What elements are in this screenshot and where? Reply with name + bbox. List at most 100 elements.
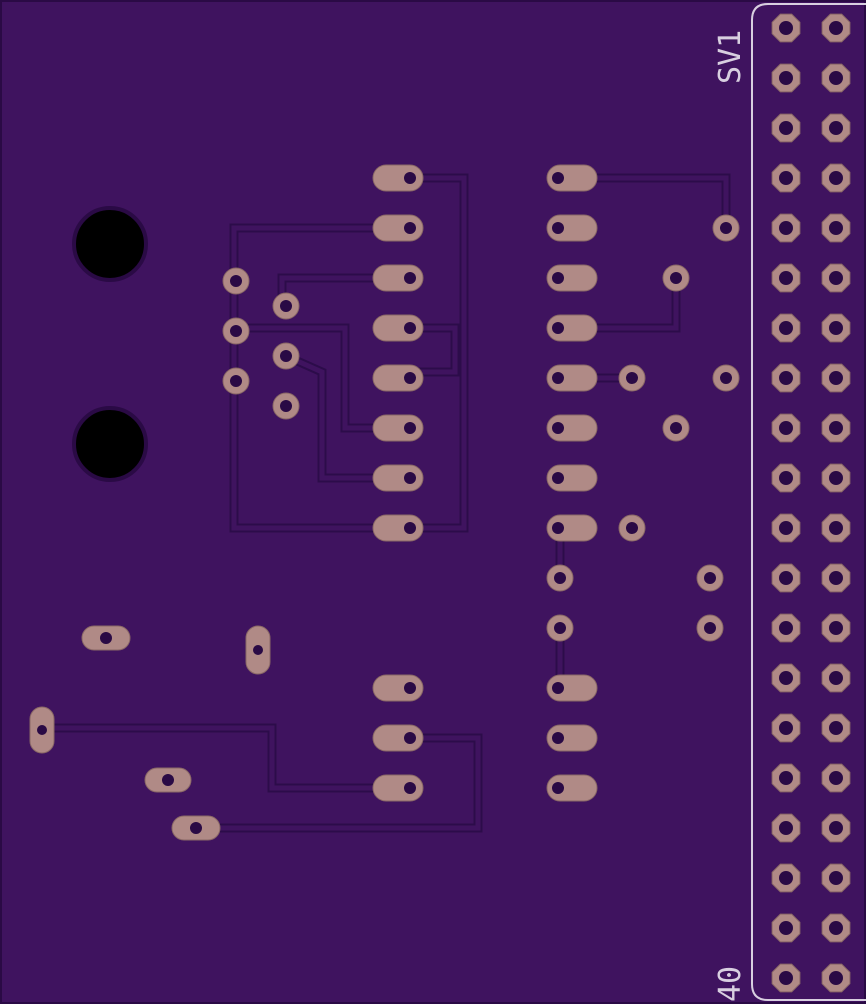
trace (400, 325, 458, 375)
pad-hole (779, 421, 793, 435)
socket-left-pad (372, 164, 424, 192)
socket-right-pad (546, 464, 598, 492)
pad-hole (779, 871, 793, 885)
trace (196, 735, 481, 831)
socket-left-pad (372, 314, 424, 342)
pad-hole (404, 682, 416, 694)
socket-left-pad (372, 464, 424, 492)
pad-hole (779, 321, 793, 335)
pad-hole (829, 271, 843, 285)
pad-hole (552, 272, 564, 284)
socket-left-pad (372, 264, 424, 292)
lower-socket-right-pad (546, 674, 598, 702)
pad-hole (552, 782, 564, 794)
pad-hole (404, 222, 416, 234)
pad-hole (404, 372, 416, 384)
pad-hole (704, 622, 716, 634)
pad-hole (626, 372, 638, 384)
socket-right-pad (546, 514, 598, 542)
mounting-hole-bottom (72, 406, 148, 482)
pad-hole (404, 522, 416, 534)
pad-hole (779, 121, 793, 135)
pad-hole (404, 422, 416, 434)
pad-hole (829, 71, 843, 85)
pad-hole (779, 821, 793, 835)
trace (570, 175, 729, 228)
socket-right-pad (546, 164, 598, 192)
pad-hole (829, 371, 843, 385)
pad-hole (190, 822, 202, 834)
pad-hole (829, 21, 843, 35)
pad-hole (829, 171, 843, 185)
pad-hole (280, 400, 292, 412)
pad-hole (230, 275, 242, 287)
pad-hole (779, 721, 793, 735)
header-outline (751, 3, 866, 1001)
pads-layer (29, 13, 851, 993)
pad-hole (670, 422, 682, 434)
pad-hole (779, 521, 793, 535)
socket-left-pad (372, 214, 424, 242)
pad-hole (162, 774, 174, 786)
socket-left-pad (372, 414, 424, 442)
pad-hole (779, 621, 793, 635)
socket-right-pad (546, 364, 598, 392)
pad-hole (552, 372, 564, 384)
pad-hole (404, 322, 416, 334)
pad-hole (779, 221, 793, 235)
pad-hole (230, 375, 242, 387)
pad-hole (829, 921, 843, 935)
pad-hole (552, 472, 564, 484)
pad-hole (829, 771, 843, 785)
pad-hole (779, 971, 793, 985)
pad-hole (779, 271, 793, 285)
pad-hole (779, 21, 793, 35)
socket-right-pad (546, 214, 598, 242)
pad-hole (670, 272, 682, 284)
socket-right-pad (546, 414, 598, 442)
mounting-holes (72, 206, 148, 482)
socket-right-pad (546, 314, 598, 342)
pad-hole (552, 732, 564, 744)
pad-hole (554, 572, 566, 584)
pad-hole (626, 522, 638, 534)
socket-left-pad (372, 364, 424, 392)
pad-hole (552, 422, 564, 434)
header-silkscreen: SV1 40 (713, 3, 866, 1002)
pad-hole (404, 472, 416, 484)
trace (400, 175, 467, 531)
socket-right-pad (546, 264, 598, 292)
pad-hole (779, 371, 793, 385)
trace (284, 353, 400, 481)
pad-hole (552, 172, 564, 184)
lower-socket-left-pad (372, 724, 424, 752)
pad-hole (829, 521, 843, 535)
pad-hole (552, 322, 564, 334)
lower-socket-left-pad (372, 774, 424, 802)
pad-hole (704, 572, 716, 584)
pad-hole (554, 622, 566, 634)
pad-hole (37, 725, 47, 735)
pad-hole (779, 921, 793, 935)
pad-hole (829, 221, 843, 235)
pad-hole (829, 121, 843, 135)
pad-hole (829, 871, 843, 885)
pad-hole (253, 645, 263, 655)
pad-hole (779, 671, 793, 685)
pad-hole (779, 471, 793, 485)
pad-hole (280, 300, 292, 312)
socket-left-pad (372, 514, 424, 542)
pad-hole (404, 782, 416, 794)
pad-hole (829, 571, 843, 585)
pad-hole (552, 222, 564, 234)
pad-hole (829, 971, 843, 985)
mounting-hole-top (72, 206, 148, 282)
pad-hole (720, 372, 732, 384)
header-pin-label: 40 (713, 966, 748, 1002)
lower-socket-right-pad (546, 724, 598, 752)
pad-hole (829, 621, 843, 635)
pad-hole (829, 421, 843, 435)
pad-hole (404, 172, 416, 184)
